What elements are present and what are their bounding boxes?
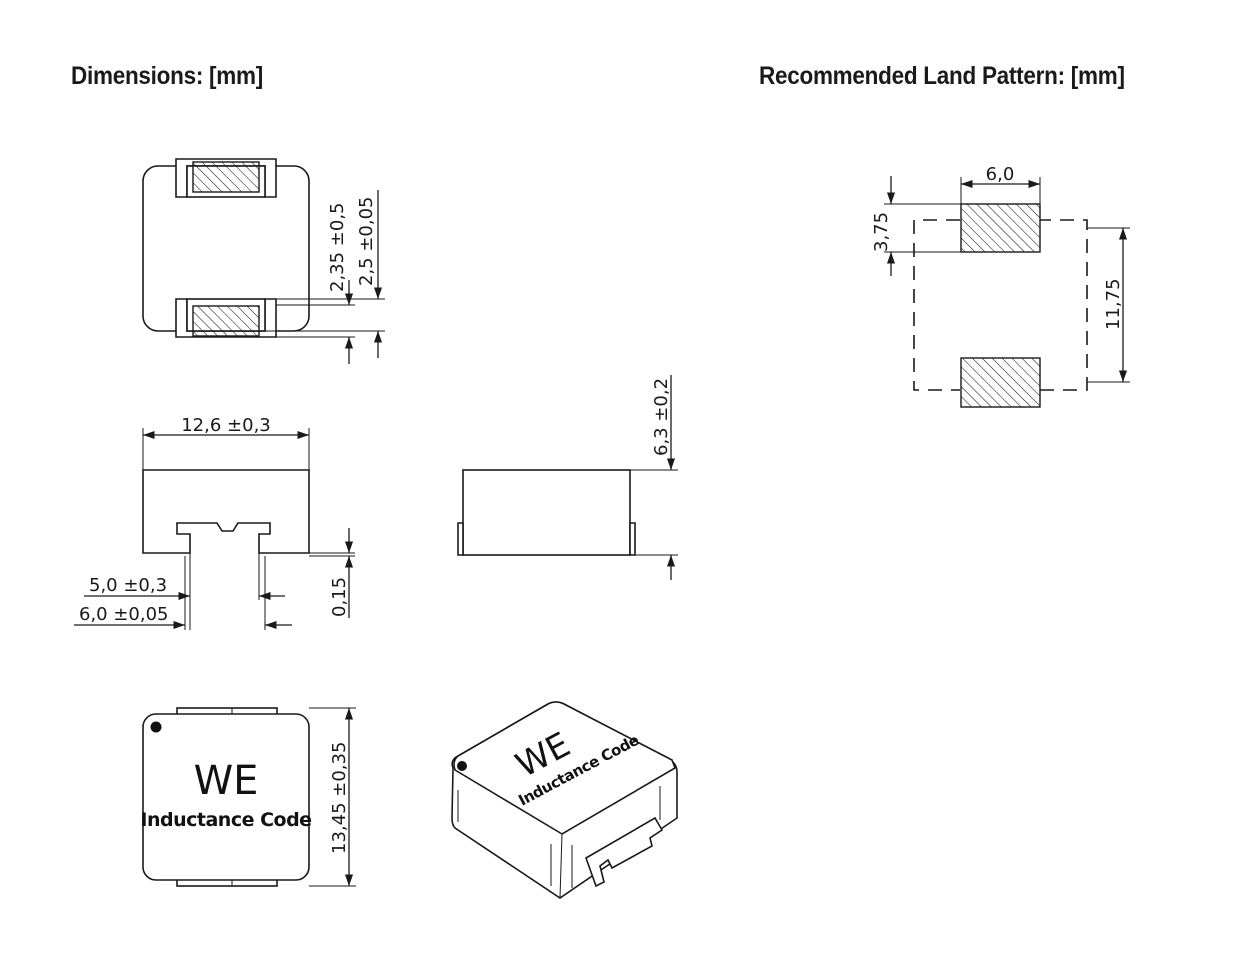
width-label: 12,6 ±0,3 — [181, 415, 271, 436]
pad-length-label: 2,5 ±0,05 — [356, 196, 377, 286]
land-pitch-label: 11,75 — [1103, 278, 1124, 330]
land-courtyard-dashed — [913, 219, 1088, 391]
marking-body — [142, 713, 310, 881]
land-pattern-view: 6,0 3,75 11,75 — [871, 164, 1130, 408]
land-pad-height-label: 3,75 — [871, 212, 892, 252]
isometric-view: WE Inductance Code — [451, 701, 678, 899]
standoff-label: 0,15 — [329, 577, 350, 617]
side-terminal-right — [629, 522, 636, 556]
dimensions-heading: Dimensions: [mm] — [71, 62, 263, 90]
pad-top-hatched — [192, 161, 260, 193]
side-body-outline — [462, 469, 631, 556]
height-label: 6,3 ±0,2 — [651, 378, 672, 456]
front-view: 12,6 ±0,3 5,0 ±0,3 6,0 ±0,05 0,15 — [74, 415, 355, 630]
land-pad-width-label: 6,0 — [986, 164, 1015, 185]
iso-pin1-dot-icon — [457, 761, 467, 771]
marking-view: WE Inductance Code 13,45 ±0,35 — [140, 707, 356, 887]
side-terminal-left — [457, 522, 464, 556]
inner-gap-label: 5,0 ±0,3 — [89, 575, 167, 596]
front-body-outline — [142, 469, 310, 554]
pin1-dot-icon — [150, 721, 162, 733]
bottom-view: 2,35 ±0,5 2,5 ±0,05 — [142, 158, 385, 364]
marking-logo: WE — [194, 758, 259, 804]
land-pad-top — [960, 203, 1041, 253]
iso-terminal — [585, 816, 664, 888]
outer-gap-label: 6,0 ±0,05 — [79, 604, 169, 625]
land-pattern-heading: Recommended Land Pattern: [mm] — [759, 62, 1125, 90]
marking-code: Inductance Code — [140, 809, 311, 831]
side-view: 6,3 ±0,2 — [457, 375, 678, 580]
length-label: 13,45 ±0,35 — [329, 742, 350, 854]
land-pad-bottom — [960, 357, 1041, 408]
iso-top-face — [453, 701, 676, 835]
pad-bottom-hatched — [192, 305, 260, 337]
pad-offset-label: 2,35 ±0,5 — [327, 202, 348, 292]
